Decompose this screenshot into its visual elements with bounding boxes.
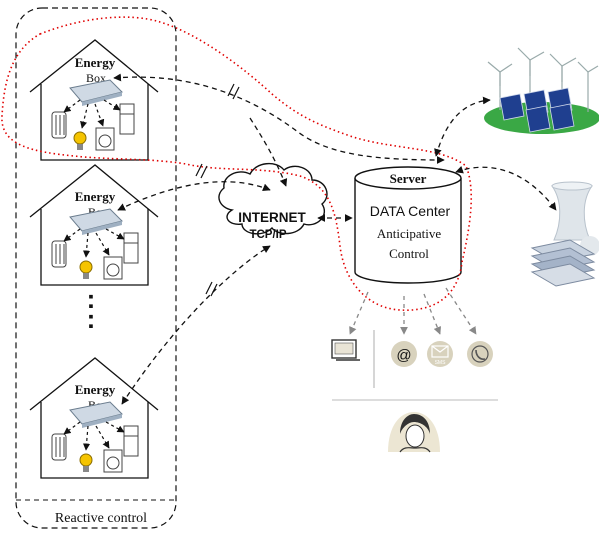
- house2-internet-link: [117, 181, 271, 211]
- email-symbol: @: [396, 347, 411, 364]
- washing-machine-icon: [95, 127, 115, 151]
- house-3: Energy Box: [29, 357, 159, 479]
- internet-cloud: INTERNET TCP/IP: [218, 163, 328, 241]
- house-2: Energy Box: [29, 164, 159, 286]
- server-rack-icon: [530, 239, 596, 287]
- energy-box-icon: [69, 208, 123, 235]
- fridge-icon: [123, 425, 139, 457]
- lightbulb-icon: [73, 131, 87, 150]
- anticipative-label: Anticipative: [377, 226, 441, 241]
- more-houses-ellipsis-2: :: [87, 284, 96, 314]
- house1-server-link: [113, 73, 445, 164]
- contact-channels: @ SMS: [331, 330, 498, 453]
- heater-icon: [51, 433, 67, 461]
- washing-machine-icon: [103, 256, 123, 280]
- renewable-farm-icon: [484, 47, 599, 134]
- server-plant-link: [455, 165, 557, 211]
- house-title: Energy: [75, 189, 116, 204]
- sms-label: SMS: [435, 360, 447, 366]
- server-solar-link: [434, 96, 491, 157]
- lightbulb-icon: [79, 260, 93, 279]
- internet-label: INTERNET: [238, 210, 306, 225]
- computer-icon: [331, 339, 360, 361]
- heater-icon: [51, 240, 67, 268]
- heater-icon: [51, 111, 67, 139]
- sms-icon: SMS: [427, 341, 453, 367]
- house-title: Energy: [75, 382, 116, 397]
- user-avatar-icon: [388, 412, 440, 453]
- energy-box-icon: [69, 401, 123, 428]
- house-walls: [40, 402, 149, 479]
- house1-internet-link: [249, 117, 288, 187]
- house3-internet-link: [121, 245, 271, 405]
- data-center-label: DATA Center: [370, 203, 451, 219]
- more-houses-ellipsis: :: [87, 304, 96, 334]
- phone-icon: [467, 341, 493, 367]
- email-icon: @: [391, 341, 417, 367]
- fridge-icon: [123, 232, 139, 264]
- house-1: Energy Box: [29, 39, 159, 161]
- internal-links: [63, 228, 125, 258]
- network-links: [113, 73, 557, 405]
- group-label: Reactive control: [55, 511, 147, 526]
- control-label: Control: [389, 246, 429, 261]
- protocol-label: TCP/IP: [249, 229, 286, 241]
- contact-links: [349, 287, 477, 335]
- fridge-icon: [119, 103, 135, 135]
- internal-links: [63, 421, 125, 451]
- lightbulb-icon: [79, 453, 93, 472]
- link-break-marks: [195, 83, 240, 297]
- house-title: Energy: [75, 55, 116, 70]
- energy-box-icon: [69, 79, 123, 106]
- data-center-server: Server DATA Center Anticipative Control: [354, 166, 462, 284]
- server-title: Server: [390, 171, 427, 186]
- washing-machine-icon: [103, 449, 123, 473]
- internal-links: [63, 99, 121, 129]
